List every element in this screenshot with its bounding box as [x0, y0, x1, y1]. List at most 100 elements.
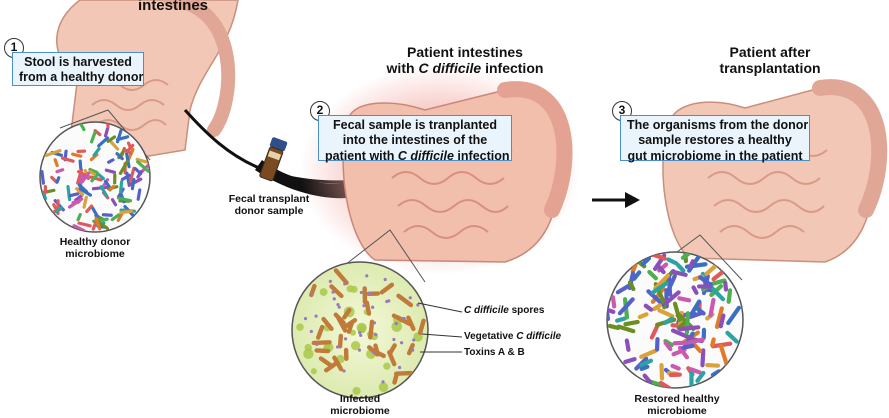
bacterium-rod — [44, 149, 62, 157]
bacterium-rod — [97, 136, 110, 148]
toxin-dot — [343, 282, 347, 286]
legend-toxins-label: Toxins A & B — [464, 347, 525, 358]
infected-microbiome-circle — [291, 261, 429, 399]
bacterium-rod — [103, 126, 110, 138]
fecal-sample-vial-icon — [259, 137, 288, 182]
bacterium-rod — [657, 264, 666, 275]
bacterium-rod — [691, 285, 699, 295]
toxin-dot — [399, 341, 404, 345]
bacterium-rod — [77, 221, 92, 228]
vegetative-rod — [321, 316, 334, 331]
bacterium-rod — [78, 187, 93, 197]
donor-intestines-heading: intestines — [137, 0, 209, 14]
vegetative-rod — [332, 355, 344, 372]
vegetative-rod — [387, 350, 397, 367]
bacterium-rod — [71, 152, 83, 158]
bacterium-rod — [672, 340, 687, 346]
spore — [349, 329, 357, 336]
bacterium-rod — [695, 370, 706, 383]
bacterium-rod — [91, 220, 98, 231]
bacterium-rod — [107, 158, 115, 164]
bacterium-rod — [55, 168, 65, 174]
legend-pointer-lines — [417, 302, 463, 353]
vegetative-rod — [393, 370, 414, 376]
spore — [350, 285, 358, 293]
bacterium-rod — [639, 364, 650, 372]
spore — [296, 323, 304, 331]
spore — [383, 362, 391, 370]
bacterium-rod — [140, 160, 150, 173]
bacterium-rod — [639, 348, 658, 359]
bacterium-rod — [607, 306, 616, 315]
vegetative-rod — [379, 282, 395, 295]
bacterium-rod — [90, 172, 100, 183]
toxin-dot — [359, 290, 363, 295]
bacterium-rod — [681, 343, 695, 350]
toxin-dot — [412, 338, 416, 342]
bacterium-rod — [658, 380, 674, 388]
bacterium-rod — [718, 313, 726, 329]
bacterium-rod — [105, 122, 110, 129]
bacterium-rod — [115, 128, 123, 144]
bacterium-rod — [678, 325, 701, 332]
bacterium-rod — [617, 297, 635, 316]
bacterium-rod — [668, 372, 682, 378]
bacterium-rod — [688, 310, 705, 319]
bacterium-rod — [705, 362, 721, 368]
bacterium-rod — [643, 303, 654, 312]
infected-intestines-illustration — [300, 65, 580, 275]
spore — [310, 368, 317, 375]
bacterium-rod — [653, 273, 671, 291]
bacterium-rod — [654, 337, 660, 352]
bacterium-rod — [93, 129, 102, 137]
toxin-dot — [359, 333, 363, 338]
vegetative-rod — [370, 348, 386, 359]
bacterium-rod — [723, 280, 729, 292]
toxin-dot — [362, 304, 366, 308]
bacterium-rod — [711, 270, 725, 282]
vegetative-rod — [333, 268, 349, 285]
bacterium-rod — [689, 367, 694, 387]
bacterium-rod — [133, 167, 143, 176]
bacterium-rod — [113, 173, 117, 185]
bacterium-rod — [44, 188, 56, 194]
spore — [303, 348, 314, 359]
progression-arrow — [592, 192, 640, 208]
bacterium-rod — [136, 188, 142, 201]
vegetative-rod — [329, 284, 344, 299]
bacterium-rod — [78, 159, 83, 171]
bacterium-rod — [67, 197, 84, 209]
bacterium-rod — [125, 143, 135, 154]
bacterium-rod — [89, 130, 97, 144]
bacterium-rod — [696, 284, 713, 289]
vegetative-rod — [342, 307, 352, 320]
vegetative-rod — [318, 356, 335, 369]
bacterium-rod — [119, 209, 134, 215]
vegetative-rod — [311, 340, 332, 346]
toxin-dot — [385, 299, 389, 304]
bacterium-rod — [135, 157, 148, 164]
bacterium-rod — [670, 328, 692, 340]
bacterium-rod — [677, 345, 690, 360]
bacterium-rod — [94, 216, 102, 231]
toxin-dot — [392, 337, 396, 342]
bacterium-rod — [623, 319, 640, 327]
vegetative-rod — [342, 317, 358, 330]
bacterium-rod — [662, 316, 675, 325]
bacterium-rod — [708, 284, 726, 302]
bacterium-rod — [684, 337, 705, 346]
bacterium-rod — [55, 176, 61, 184]
bacterium-rod — [726, 305, 742, 326]
bacterium-rod — [688, 259, 696, 270]
bacterium-rod — [659, 363, 665, 381]
bacterium-rod — [649, 322, 660, 340]
bacterium-rod — [607, 310, 611, 322]
bacterium-rod — [640, 256, 652, 267]
bacterium-rod — [708, 297, 716, 318]
toxin-dot — [372, 321, 376, 325]
bacterium-rod — [610, 295, 617, 309]
toxin-dot — [332, 297, 336, 301]
bacterium-rod — [647, 269, 658, 281]
toxin-dot — [336, 303, 340, 307]
bacterium-rod — [630, 262, 638, 274]
